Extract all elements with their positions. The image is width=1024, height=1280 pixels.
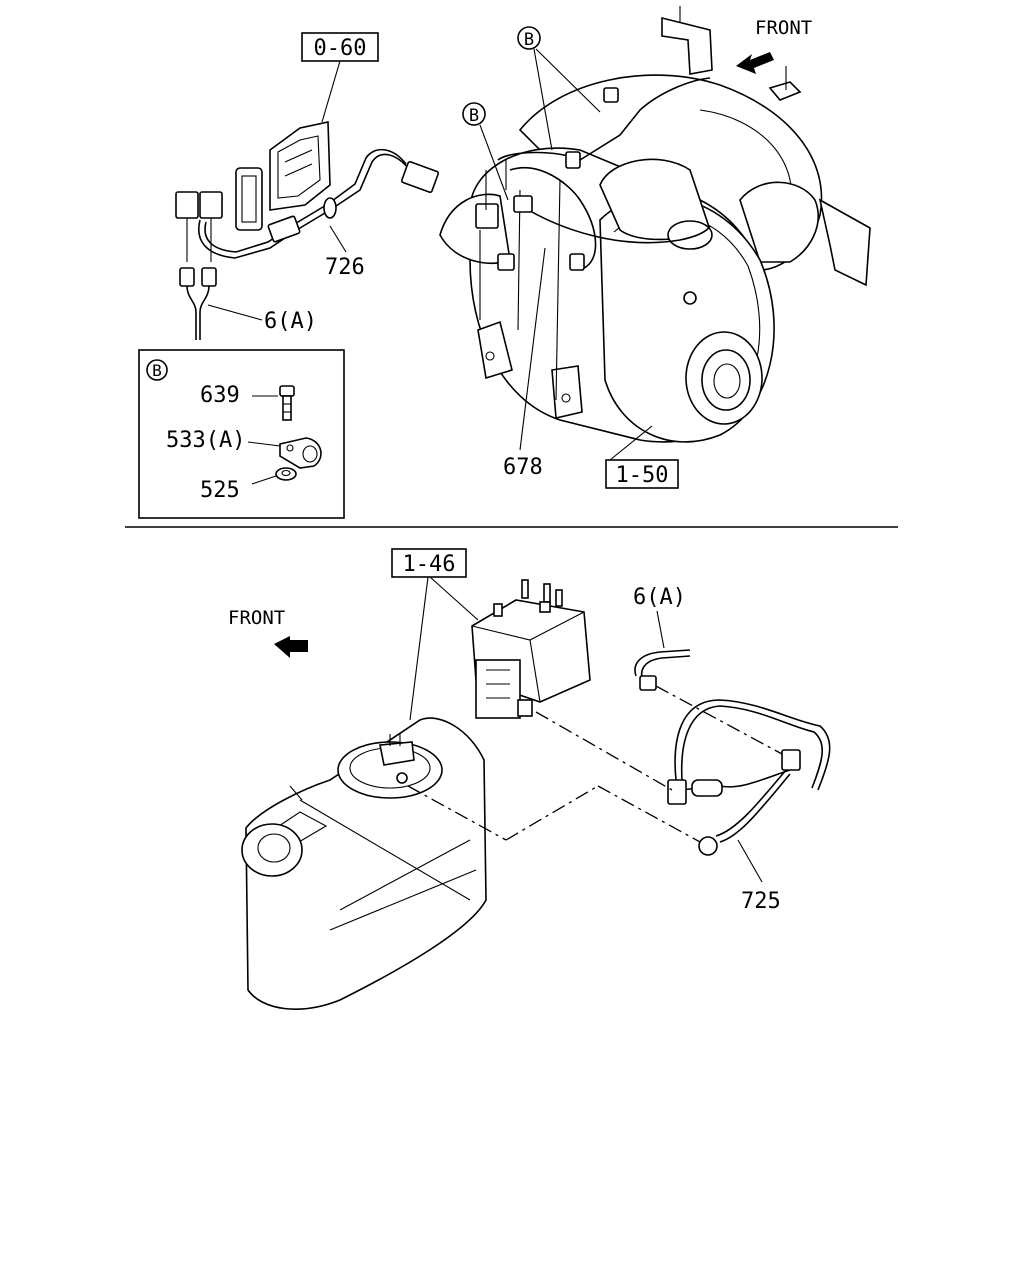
label-6a-lower: 6(A) (633, 585, 686, 610)
inset-b: B 639 533(A) 5 (138, 349, 345, 519)
label-525: 525 (200, 478, 240, 503)
label-726: 726 (325, 255, 365, 280)
ecu-module (235, 121, 331, 231)
ref-box-1-50: 1-50 (605, 425, 679, 489)
subharness-6a-upper (179, 267, 263, 340)
label-6a-upper: 6(A) (264, 309, 317, 334)
connection-line-5 (655, 685, 783, 755)
subharness-6a-lower (634, 649, 691, 691)
svg-text:B: B (469, 106, 479, 126)
label-725: 725 (741, 889, 781, 914)
front-arrow-left-icon (274, 636, 308, 658)
ref-box-1-46: 1-46 (391, 548, 479, 721)
clip-533a (279, 437, 322, 469)
front-indicator-lower: FRONT (228, 607, 308, 658)
connection-line-1 (535, 711, 673, 791)
fluid-tank (241, 717, 487, 1010)
nut-525 (275, 467, 297, 481)
svg-text:1-50: 1-50 (616, 463, 669, 488)
label-678: 678 (503, 455, 543, 480)
lower-section: FRONT 1-46 (228, 548, 831, 1010)
front-indicator-upper: FRONT (736, 17, 812, 74)
connection-line-3 (505, 785, 599, 841)
front-arrow-icon (736, 52, 774, 74)
control-unit (471, 579, 591, 719)
front-label-upper: FRONT (755, 17, 812, 39)
inset-b-badge: B (152, 361, 162, 380)
circle-b-callout-1: B (517, 26, 601, 151)
ref-box-0-60: 0-60 (301, 32, 379, 123)
harness-726 (175, 148, 440, 262)
harness-725 (667, 699, 831, 883)
bolt-639 (279, 385, 295, 421)
ref-0-60-label: 0-60 (314, 36, 367, 61)
upper-section: FRONT (138, 6, 871, 519)
connection-line-4 (597, 785, 701, 843)
front-label-lower: FRONT (228, 607, 285, 629)
label-639: 639 (200, 383, 240, 408)
svg-text:1-46: 1-46 (403, 552, 456, 577)
transmission-assembly (439, 6, 871, 443)
label-533a: 533(A) (166, 428, 245, 453)
svg-text:B: B (524, 30, 534, 50)
circle-b-callout-2: B (462, 102, 509, 201)
connection-line-2 (407, 785, 507, 841)
